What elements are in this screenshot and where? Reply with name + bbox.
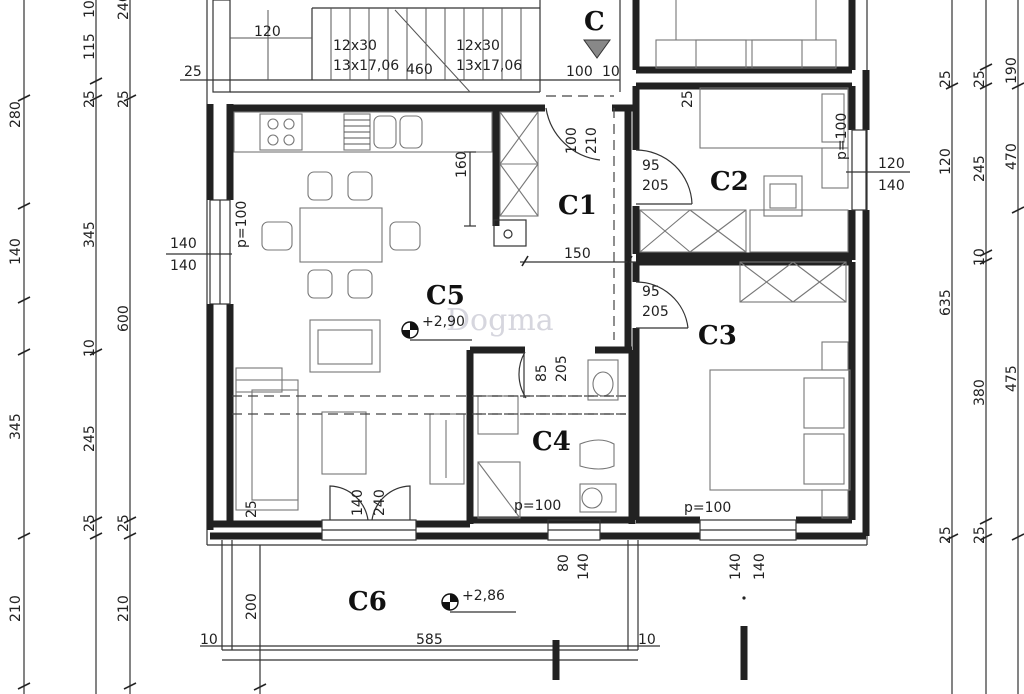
dim-right-inner-4: 10 [972, 248, 988, 266]
c3-parapet-label: p=100 [684, 500, 731, 516]
c4-parapet-label: p=100 [514, 498, 561, 514]
c4-door-w: 85 [534, 364, 550, 382]
dim-right-inner-2: 25 [972, 70, 988, 88]
level-c6: +2,86 [462, 588, 505, 604]
c2-window-w: 120 [878, 156, 905, 172]
section-marker-label: C [584, 7, 605, 37]
room-c4-label: C4 [532, 427, 571, 457]
dim-left-inner-2: 25 [116, 90, 132, 108]
hall-width-label: 150 [564, 246, 591, 262]
room-c2-label: C2 [710, 167, 749, 197]
dim-left-inner-3: 25 [116, 514, 132, 532]
c4-window-h: 140 [576, 553, 592, 580]
dim-right-inner-7: 25 [972, 526, 988, 544]
dim-right-mid-4: 470 [1004, 143, 1020, 170]
level-marker-c6 [441, 593, 516, 613]
c2-window-h: 140 [878, 178, 905, 194]
c3-window-h: 140 [752, 553, 768, 580]
kitchen-counter: 160 [233, 111, 493, 227]
c3-door-h: 205 [642, 304, 669, 320]
dim-right-mid-1: 190 [1004, 57, 1020, 84]
entry-door-h: 210 [584, 127, 600, 154]
dim-left-outer-3: 140 [8, 238, 24, 265]
stair-width-label: 120 [254, 24, 281, 40]
section-marker: C [583, 0, 621, 92]
right-dimension-lines [945, 0, 1024, 694]
entry-width-label: 100 [566, 64, 593, 80]
bathroom-fixtures [476, 351, 626, 519]
entry-side-label: 10 [602, 64, 620, 80]
c5-parapet-label: p=100 [234, 201, 250, 248]
room-c3-label: C3 [698, 321, 737, 351]
armchair [309, 319, 381, 373]
dim-left-inner-1: 10 [82, 0, 98, 18]
c5-window-w: 140 [170, 236, 197, 252]
balcony-end-right: 10 [638, 632, 656, 648]
stair-length-label: 460 [406, 62, 433, 78]
outer-outline [206, 0, 868, 546]
kitchen-depth-label: 160 [454, 151, 470, 178]
entry-door-w: 100 [564, 127, 580, 154]
room-c1-label: C1 [558, 191, 597, 221]
wall-top-label: 25 [184, 64, 202, 80]
dim-left-outer-5: 345 [8, 413, 24, 440]
dim-left-outer-4: 10 [82, 339, 98, 357]
dim-right-inner-3: 245 [972, 155, 988, 182]
dim-left-mid-2: 25 [82, 90, 98, 108]
c2-parapet-label: p=100 [834, 113, 850, 160]
balcony-door-h: 240 [372, 489, 388, 516]
stair-rise-a: 13x17,06 [333, 58, 399, 74]
balcony [200, 540, 748, 694]
dim-right-mid-3: 635 [938, 289, 954, 316]
wall-left-label: 25 [244, 500, 260, 518]
room-c5-label: C5 [426, 281, 465, 311]
room-c6-label: C6 [348, 587, 387, 617]
dim-left-mid-1: 115 [82, 33, 98, 60]
upper-right-rooms [632, 0, 856, 74]
c4-door-h: 205 [554, 355, 570, 382]
c2-wall-label: 25 [680, 90, 696, 108]
dim-left-outer-6: 210 [8, 595, 24, 622]
dining-set [261, 171, 421, 299]
c3-window-w: 140 [728, 553, 744, 580]
entry-door: 100 210 [545, 95, 615, 340]
watermark: Dogma [446, 303, 554, 338]
dim-right-inner-1: 25 [938, 70, 954, 88]
level-c5: +2,90 [422, 314, 465, 330]
left-dimension-lines [17, 0, 137, 694]
balcony-door-w: 140 [350, 489, 366, 516]
c3-furniture [635, 261, 851, 519]
balcony-length-label: 585 [416, 632, 443, 648]
bottom-windows [321, 519, 797, 541]
c3-door-w: 95 [642, 284, 660, 300]
balcony-door: 140 240 [329, 485, 411, 521]
stair-step-a: 12x30 [333, 38, 377, 54]
dim-right-inner-5: 380 [972, 379, 988, 406]
dim-left-mid-3: 345 [82, 221, 98, 248]
c5-window-h: 140 [170, 258, 197, 274]
level-marker-c5 [401, 321, 472, 341]
balcony-end-left: 10 [200, 632, 218, 648]
balcony-depth-label: 200 [244, 593, 260, 620]
stairwell: 120 12x30 13x17,06 460 12x30 13x17,06 25 [180, 0, 541, 93]
stair-rise-b: 13x17,06 [456, 58, 522, 74]
stair-step-b: 12x30 [456, 38, 500, 54]
c4-window-w: 80 [556, 554, 572, 572]
dim-right-mid-5: 475 [1004, 365, 1020, 392]
dim-left-mid-4: 600 [116, 305, 132, 332]
wardrobe [493, 111, 539, 247]
dim-left-mid-5: 210 [116, 595, 132, 622]
dim-right-inner-6: 25 [938, 526, 954, 544]
dim-left-inner-4: 245 [82, 425, 98, 452]
c2-door-h: 205 [642, 178, 669, 194]
dim-left-inner-5: 25 [82, 514, 98, 532]
c2-door-w: 95 [642, 158, 660, 174]
dim-right-mid-2: 120 [938, 148, 954, 175]
dim-left-outer-1: 240 [116, 0, 132, 20]
dim-left-outer-2: 280 [8, 101, 24, 128]
c2-furniture [635, 87, 849, 253]
